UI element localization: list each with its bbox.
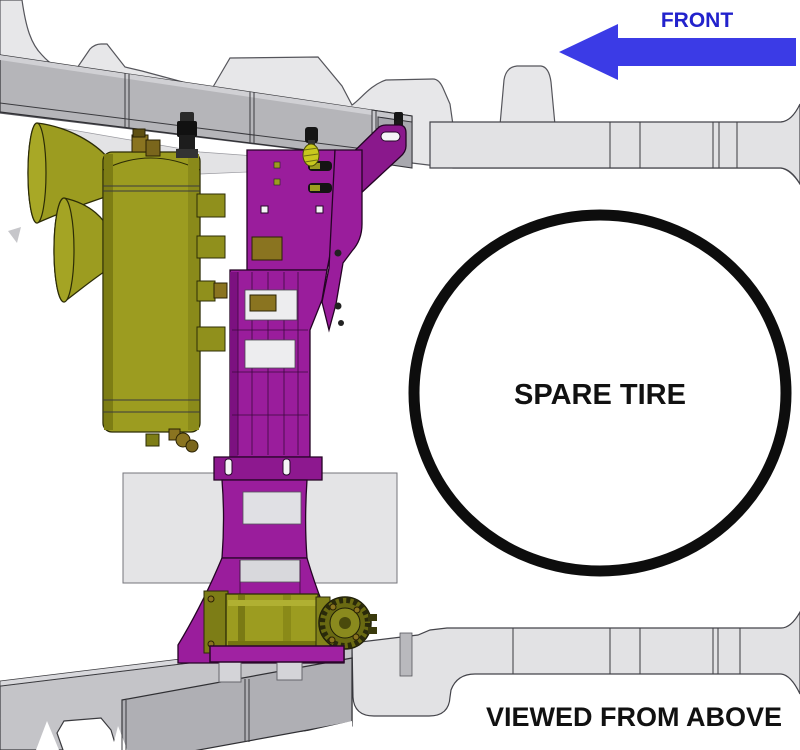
plate-bolt-2 — [315, 205, 324, 214]
body-band-1 — [238, 595, 245, 650]
bracket-right-web — [321, 149, 363, 333]
spare-tire-circle — [408, 209, 792, 577]
base-window — [239, 559, 301, 583]
horn-bell-upper-mouth — [27, 122, 47, 224]
air-solenoid — [176, 112, 198, 158]
plate-slot-bolts — [308, 161, 332, 193]
air-tank-seams — [103, 185, 200, 413]
horn-bell-lower-mouth — [53, 197, 75, 303]
body-highlight — [228, 600, 316, 606]
spare-tire-label: SPARE TIRE — [514, 379, 686, 411]
web-hole-1 — [334, 249, 342, 257]
plate-pin-1 — [273, 161, 281, 169]
front-arrow-icon — [559, 24, 796, 80]
clamp-block-upper — [251, 236, 283, 261]
brass-cap — [132, 128, 146, 138]
bottom-rail-right-seams — [512, 628, 741, 674]
web-hole-3 — [338, 320, 344, 326]
air-tank — [102, 151, 201, 433]
bracket-bolt-1 — [207, 595, 215, 603]
front-indicator: FRONT — [559, 9, 796, 80]
spare-tire: SPARE TIRE — [408, 209, 792, 577]
bottom-rail-plate — [399, 632, 413, 677]
plate-pin-2 — [273, 178, 281, 186]
frame-tab-glyph — [8, 227, 21, 243]
body-band-2 — [283, 595, 291, 650]
viewed-from-above-label: VIEWED FROM ABOVE — [486, 702, 782, 732]
frame-underside-gap — [112, 721, 352, 750]
waist-window — [242, 491, 302, 525]
compressor-gear — [318, 596, 377, 650]
clamp-block-lower — [249, 294, 277, 312]
compressor-unit — [203, 590, 377, 683]
base-lip — [209, 645, 345, 663]
bottom-rail-right — [351, 610, 800, 717]
frame-notch — [36, 721, 59, 750]
flange-slot-2 — [282, 458, 291, 476]
brass-elbow-fitting-2 — [145, 139, 161, 157]
plate-bolt-1 — [260, 205, 269, 214]
web-hole-2 — [334, 302, 342, 310]
column-shade — [230, 272, 238, 457]
top-rail-right — [429, 103, 800, 186]
column-window-2 — [244, 339, 296, 369]
air-tank-ports — [196, 193, 228, 352]
top-crossmember-top-face — [0, 55, 412, 121]
spring-bolt — [302, 127, 320, 167]
bracket-flange-row — [213, 456, 323, 481]
arm-slot-hole — [380, 131, 401, 142]
bottom-crossmember-seams — [121, 679, 250, 750]
air-tank-shade-right — [188, 154, 199, 430]
top-rail-right-seams — [609, 122, 738, 168]
front-label: FRONT — [661, 9, 733, 32]
flange-slot-1 — [224, 458, 233, 476]
tank-foot — [145, 433, 160, 447]
body-shadow — [228, 641, 316, 649]
air-tank-shade-left — [104, 154, 113, 430]
brass-drain-fittings — [168, 428, 199, 453]
